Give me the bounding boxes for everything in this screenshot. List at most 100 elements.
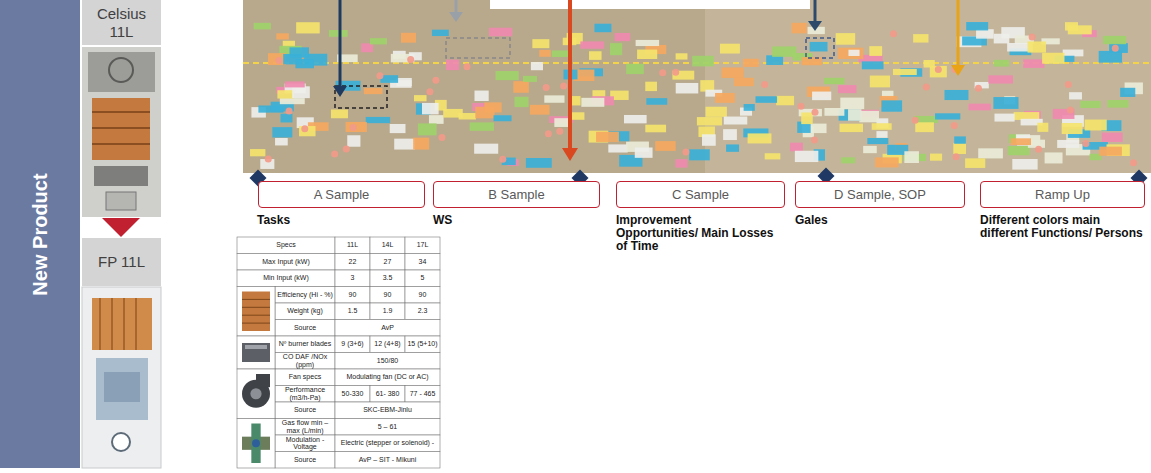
- valve-icon: [242, 424, 270, 464]
- sticky-note: [1008, 146, 1030, 155]
- table-grid: [237, 369, 275, 419]
- sticky-note: [994, 114, 1014, 122]
- sticky-note: [1103, 36, 1126, 44]
- sticky-note: [594, 24, 611, 33]
- table-grid: [335, 336, 370, 353]
- sticky-note: [496, 71, 519, 80]
- sticky-note: [743, 59, 759, 67]
- sticky-note: [988, 75, 1013, 83]
- exchanger-icon: [242, 292, 270, 332]
- sticky-note: [1102, 133, 1123, 142]
- product-photo: [135, 298, 137, 350]
- sticky-note: [265, 156, 272, 163]
- sticky-note: [721, 67, 743, 78]
- sticky-note: [530, 105, 550, 115]
- sticky-note: [1067, 107, 1074, 114]
- sticky-note: [1028, 41, 1046, 52]
- transition-triangle: [102, 218, 140, 237]
- sticky-note: [976, 29, 994, 38]
- sticky-note: [539, 50, 550, 57]
- pointer-arrow: [808, 21, 822, 31]
- table-cell: 90: [405, 287, 440, 304]
- sticky-note: [523, 76, 537, 82]
- sticky-note: [715, 93, 735, 103]
- sticky-note: [672, 69, 679, 76]
- table-cell: Max Input (kW): [237, 254, 335, 271]
- sticky-note: [432, 30, 449, 36]
- table-cell: 12 (4+8): [370, 336, 405, 353]
- table-cell: 22: [335, 254, 370, 271]
- sticky-note: [580, 41, 604, 48]
- sticky-note: [1011, 138, 1031, 145]
- sticky-note: [912, 117, 919, 124]
- sticky-note: [1035, 146, 1042, 153]
- sticky-note: [329, 30, 348, 37]
- sticky-note: [414, 95, 427, 101]
- sticky-note: [930, 154, 942, 161]
- sticky-note: [513, 81, 528, 93]
- sticky-note: [723, 129, 737, 140]
- product-photo: [82, 47, 161, 217]
- sticky-note: [645, 125, 666, 133]
- table-grid: [335, 369, 440, 386]
- sticky-note: [596, 132, 619, 142]
- sticky-note: [637, 50, 657, 59]
- sticky-note: [463, 63, 470, 70]
- sticky-note: [438, 134, 445, 141]
- sticky-note: [655, 141, 676, 151]
- sticky-note: [560, 83, 567, 90]
- sticky-note: [954, 136, 966, 143]
- sticky-note: [545, 130, 552, 137]
- sticky-note: [407, 56, 414, 63]
- sticky-note: [296, 22, 320, 33]
- table-grid: [237, 287, 275, 337]
- sticky-note: [994, 60, 1010, 67]
- highlight-box: [806, 38, 834, 58]
- table-grid: [275, 435, 335, 452]
- sticky-note: [859, 111, 879, 122]
- product-photo: [123, 298, 125, 350]
- table-cell: Performance (m3/h-Pa): [275, 386, 335, 403]
- table-cell: 2.3: [405, 303, 440, 320]
- sticky-note: [376, 72, 383, 79]
- sticky-note: [966, 22, 988, 30]
- sticky-note: [280, 98, 305, 104]
- sticky-note: [275, 138, 288, 145]
- table-grid: [335, 270, 370, 287]
- sticky-note: [863, 146, 877, 153]
- product-photo: [92, 98, 150, 160]
- sticky-note: [532, 39, 549, 48]
- wall-photo: [705, 0, 1151, 173]
- table-grid: [405, 270, 440, 287]
- sticky-note: [969, 104, 991, 111]
- sticky-note: [589, 51, 602, 60]
- table-grid: [405, 287, 440, 304]
- table-cell: Source: [275, 320, 335, 337]
- table-cell: Modulating fan (DC or AC): [335, 369, 440, 386]
- sticky-note: [1063, 50, 1084, 57]
- phase-note: Tasks: [257, 214, 377, 227]
- node-text: B Sample: [488, 187, 544, 202]
- table-grid: [275, 386, 335, 403]
- sticky-note: [254, 23, 271, 30]
- sticky-note: [581, 98, 604, 107]
- product-photo: [92, 127, 150, 129]
- node-text: C Sample: [672, 187, 729, 202]
- sticky-note: [811, 137, 818, 144]
- sticky-note: [935, 66, 942, 73]
- pointer-arrow: [562, 148, 578, 161]
- sticky-note: [1065, 81, 1072, 88]
- sticky-note: [390, 124, 406, 133]
- table-cell: 17L: [405, 237, 440, 254]
- sticky-note: [1068, 25, 1092, 34]
- table-grid: [275, 369, 335, 386]
- sticky-note: [1062, 123, 1083, 134]
- table-cell: 15 (5+10): [405, 336, 440, 353]
- table-cell: Min Input (kW): [237, 270, 335, 287]
- node-text: Celsius 11L: [94, 5, 150, 40]
- sticky-note: [801, 112, 812, 124]
- table-cell: 1.5: [335, 303, 370, 320]
- sticky-note: [626, 64, 644, 74]
